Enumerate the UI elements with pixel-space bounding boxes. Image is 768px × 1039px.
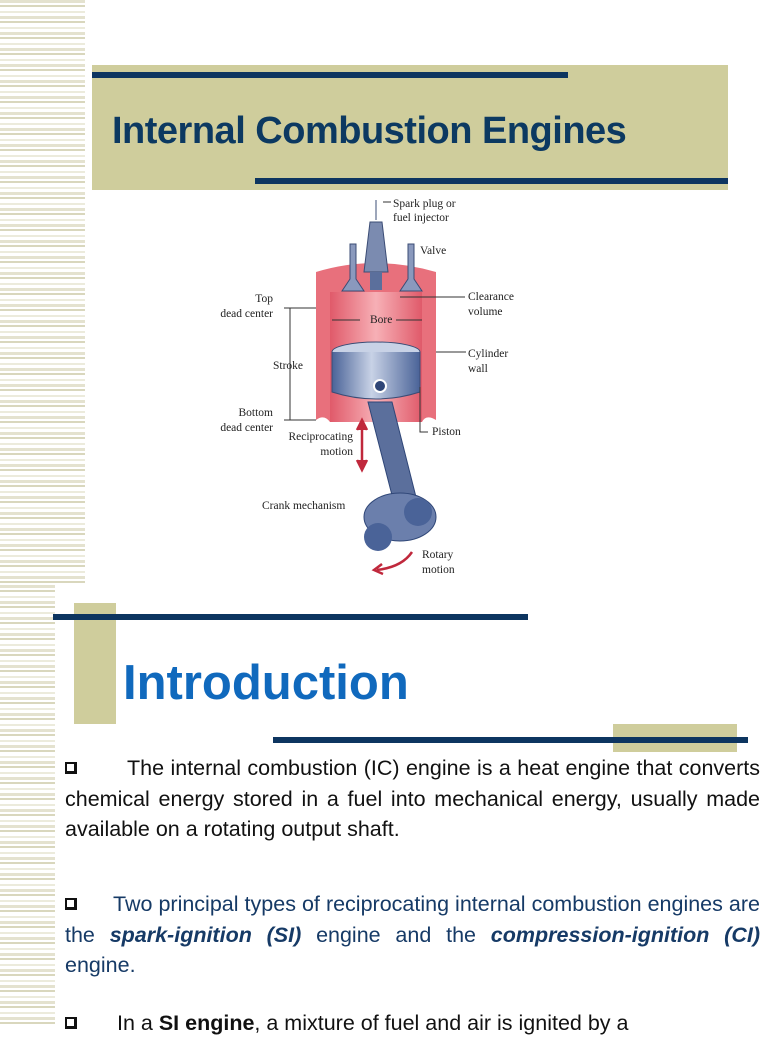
leader-lines xyxy=(284,201,466,433)
bullet-text: engine. xyxy=(65,953,136,977)
bullet-text: engine and the xyxy=(301,922,491,947)
heading-accent-bar xyxy=(74,603,116,724)
checkbox-bullet-icon xyxy=(65,898,77,910)
section-heading: Introduction xyxy=(123,656,409,710)
checkbox-bullet-icon xyxy=(65,762,77,774)
title-banner xyxy=(92,65,728,190)
piston xyxy=(331,341,421,400)
spark-plug xyxy=(363,200,389,290)
label-piston: Piston xyxy=(432,426,461,438)
reciprocating-arrow xyxy=(355,417,369,473)
label-bore: Bore xyxy=(370,314,392,326)
bullet-text: In a xyxy=(117,1011,159,1035)
term-spark-ignition: spark-ignition (SI) xyxy=(109,922,302,947)
title-rule-bottom xyxy=(255,178,728,184)
bullet-ic-engine: The internal combustion (IC) engine is a… xyxy=(65,753,760,845)
decorative-stripes-slide2 xyxy=(0,585,55,1024)
connecting-rod xyxy=(363,401,437,551)
decorative-stripes-slide1 xyxy=(0,0,85,585)
checkbox-bullet-icon xyxy=(65,1017,77,1029)
title-rule-top xyxy=(92,72,568,78)
heading-rule-top xyxy=(53,614,528,620)
label-crank-mechanism: Crank mechanism xyxy=(262,500,345,512)
term-compression-ignition: compression-ignition (CI) xyxy=(490,922,760,947)
label-valve: Valve xyxy=(420,245,446,257)
term-si-engine: SI engine xyxy=(158,1011,255,1035)
bullet-text: The internal combustion (IC) engine is a… xyxy=(65,756,760,841)
valves xyxy=(341,243,423,292)
bullet-engine-types: Two principal types of reciprocating int… xyxy=(65,889,760,981)
bullet-text: , a mixture of fuel and air is ignited b… xyxy=(254,1011,629,1035)
label-stroke: Stroke xyxy=(273,360,303,372)
bullet-text: Two principal types of reciprocating int… xyxy=(65,892,760,947)
rotary-arrow xyxy=(371,551,414,576)
slide-title: Internal Combustion Engines xyxy=(112,110,627,152)
heading-rule-bottom xyxy=(273,737,748,743)
bullet-si-engine: In a SI engine, a mixture of fuel and ai… xyxy=(65,1008,760,1039)
